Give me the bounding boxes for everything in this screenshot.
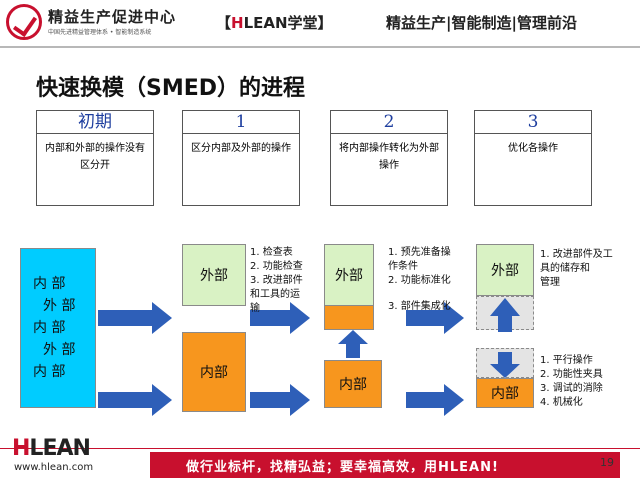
company-logo-icon [6,4,42,40]
arrow-up-icon [490,298,520,332]
arrow-right-icon [250,384,310,416]
note-line: 输 [250,303,260,314]
brand-bracket-left: 【 [216,14,232,32]
stage-description: 将内部操作转化为外部操作 [339,143,439,171]
step3-external-block: 外部 [476,244,534,296]
step2-external-block: 外部 [324,244,374,306]
step2-converted-block [324,306,374,330]
block-label: 内部 [339,377,367,393]
step1-external-block: 外部 [182,244,246,306]
initial-line: 内 部 [33,364,66,380]
arrow-right-icon [406,384,464,416]
page-number: 19 [600,456,614,469]
footer-slogan: 做行业标杆，找精弘益；要幸福高效，用HLEAN! [186,460,499,475]
note-line: 1. 检查表 [250,247,293,258]
stage-card-initial: 初期 内部和外部的操作没有区分开 [36,110,154,206]
footer-logo-rest: LEAN [29,436,90,461]
block-label: 内部 [200,365,228,381]
slide-title: 快速换模（SMED）的进程 [36,76,306,101]
note-line: 3. 改进部件 [250,275,303,286]
arrow-up-icon [338,330,368,358]
note-line: 3. 调试的消除 [540,383,603,394]
stage-card-1: 1 区分内部及外部的操作 [182,110,300,206]
initial-block-labels: 内 部 外 部 内 部 外 部 内 部 [33,273,75,383]
note-line: 和工具的运 [250,289,300,300]
step2-notes-a: 1. 预先准备操 作条件 2. 功能标准化 [388,246,451,288]
brand-h: H [231,14,244,32]
stage-description: 区分内部及外部的操作 [191,143,291,154]
initial-line: 内 部 [33,276,66,292]
company-name: 精益生产促进中心 [48,8,177,26]
stage-heading: 2 [331,111,447,134]
initial-line: 外 部 [43,298,76,314]
header-divider [0,46,640,48]
footer-divider [0,448,640,449]
step2-internal-block: 内部 [324,360,382,408]
block-label: 外部 [491,263,519,279]
arrow-right-icon [250,302,310,334]
footer-logo-h: H [12,436,30,461]
stage-heading: 1 [183,111,299,134]
arrow-right-icon [98,302,172,334]
step3-notes-b: 1. 平行操作 2. 功能性夹具 3. 调试的消除 4. 机械化 [540,354,603,410]
header-slogan: 精益生产|智能制造|管理前沿 [386,14,577,32]
step3-internal-block: 内部 [476,378,534,408]
note-line: 管理 [540,277,560,288]
company-subtitle: 中国先进精益管理体系 • 智能制造系统 [48,29,152,36]
initial-mixed-block: 内 部 外 部 内 部 外 部 内 部 [20,248,96,408]
arrow-down-icon [490,352,520,378]
note-line: 2. 功能检查 [250,261,303,272]
step1-notes: 1. 检查表 2. 功能检查 3. 改进部件 和工具的运 输 [250,246,303,316]
stage-card-2: 2 将内部操作转化为外部操作 [330,110,448,206]
stage-heading: 初期 [37,111,153,134]
brand-title: 【HLEAN学堂】 [216,12,333,33]
step1-internal-block: 内部 [182,332,246,412]
block-label: 内部 [491,386,519,402]
stage-description: 优化各操作 [508,143,558,154]
step2-notes-b: 3. 部件集成化 [388,300,451,314]
stage-heading: 3 [475,111,591,134]
note-line: 2. 功能性夹具 [540,369,603,380]
footer-logo: HLEAN [12,436,91,461]
note-line: 具的储存和 [540,263,590,274]
note-line: 3. 部件集成化 [388,301,451,312]
footer-banner [150,452,620,478]
note-line: 作条件 [388,261,418,272]
brand-rest: LEAN学堂 [243,14,318,32]
initial-line: 外 部 [43,342,76,358]
footer-url: www.hlean.com [14,462,94,473]
stage-description: 内部和外部的操作没有区分开 [45,143,145,171]
brand-bracket-right: 】 [317,14,333,32]
arrow-right-icon [98,384,172,416]
note-line: 2. 功能标准化 [388,275,451,286]
block-label: 外部 [200,268,228,284]
step3-notes-a: 1. 改进部件及工 具的储存和 管理 [540,248,613,290]
note-line: 1. 改进部件及工 [540,249,613,260]
note-line: 4. 机械化 [540,397,583,408]
arrow-right-icon [406,302,464,334]
block-label: 外部 [335,268,363,284]
stage-card-3: 3 优化各操作 [474,110,592,206]
initial-line: 内 部 [33,320,66,336]
note-line: 1. 平行操作 [540,355,593,366]
note-line: 1. 预先准备操 [388,247,451,258]
